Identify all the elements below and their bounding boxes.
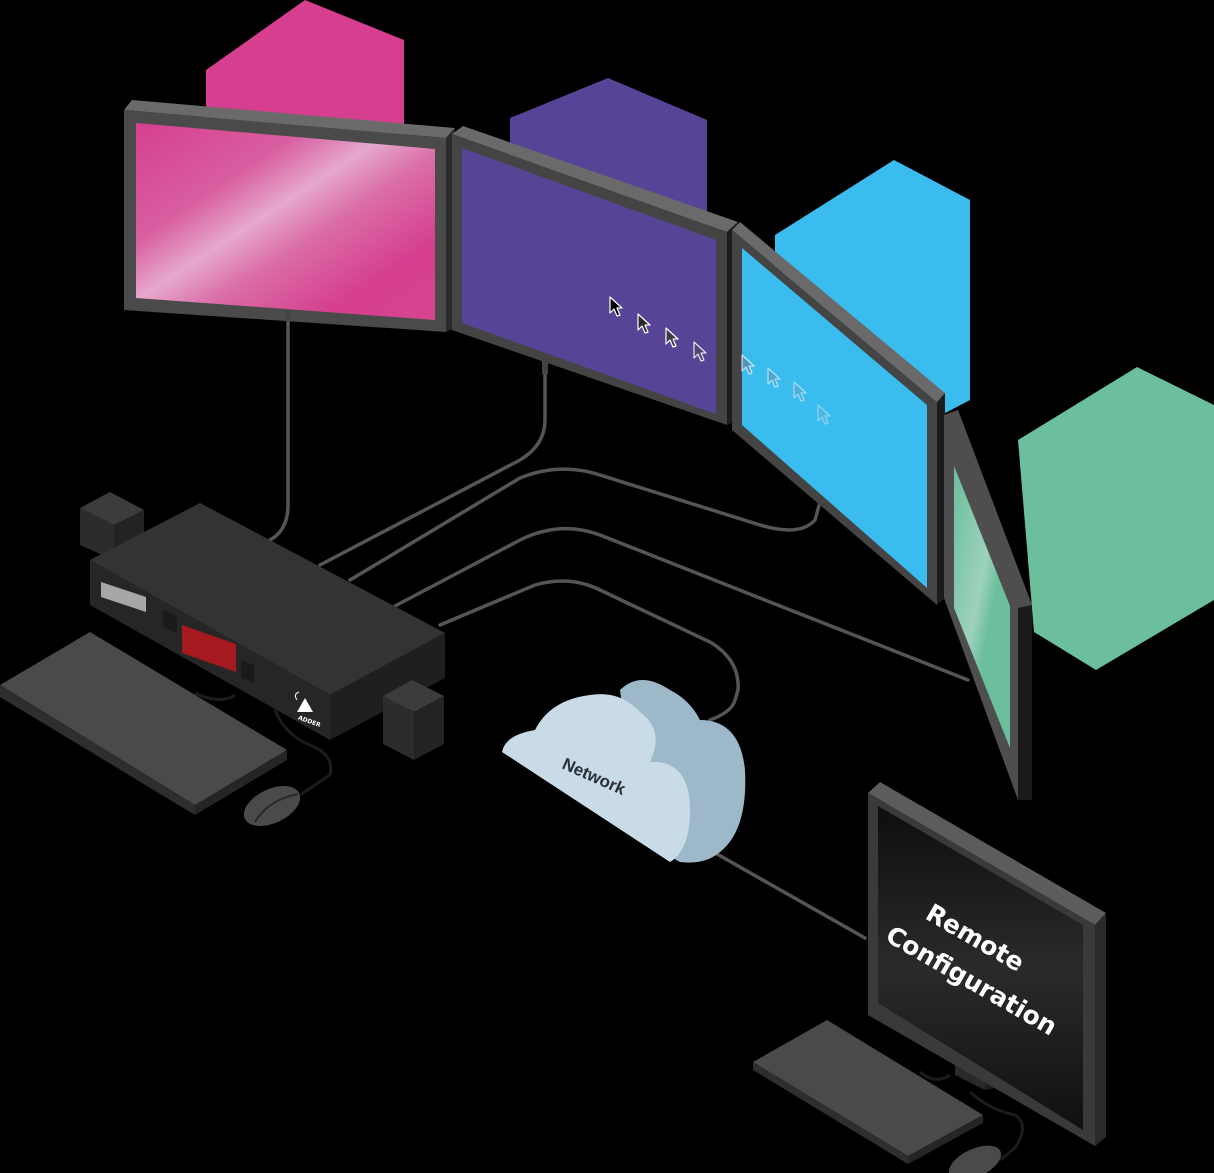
kvm-slot <box>101 582 146 612</box>
cable-remote-peripherals <box>919 1070 1024 1162</box>
remote-bezel-side <box>1095 913 1106 1146</box>
cable-network <box>438 579 740 722</box>
display-1-screen <box>136 123 435 320</box>
speaker-right-top <box>383 680 444 712</box>
display-4 <box>944 410 1032 800</box>
cable-display-2 <box>318 360 547 567</box>
cable-display-3 <box>348 467 824 582</box>
keyboard-remote <box>753 1020 983 1164</box>
kvm-switch: ADDER <box>80 492 445 760</box>
kvm-button <box>163 610 177 633</box>
display-1-stand <box>285 310 291 320</box>
display-2 <box>452 126 738 425</box>
cable-remote <box>708 848 867 940</box>
mouse-remote <box>948 1145 1002 1173</box>
display-2-stand <box>542 360 548 374</box>
remote-bezel-top <box>868 782 1106 925</box>
display-1 <box>124 100 455 332</box>
cable-local-peripherals <box>194 691 333 797</box>
display-3-bezel-top <box>732 222 945 402</box>
kvm-side <box>330 633 445 740</box>
hexagon-green <box>1018 367 1214 670</box>
cable-display-4 <box>393 526 970 682</box>
display-4-screen <box>954 466 1010 748</box>
network-cloud: Network <box>502 680 746 863</box>
cables <box>268 316 970 940</box>
display-3-bezel-side <box>937 393 945 605</box>
kvm-led-display <box>182 625 236 672</box>
speaker-left-top <box>80 492 144 525</box>
display-3-screen <box>742 248 927 588</box>
kvm-button <box>241 660 254 683</box>
keyboard-local <box>0 632 287 815</box>
speaker-right-side <box>414 696 444 760</box>
display-2-screen <box>462 148 716 414</box>
display-1-bezel-top <box>124 100 455 138</box>
kvm-top <box>90 503 445 695</box>
cloud-front <box>502 694 690 862</box>
cable-display-1 <box>268 316 290 542</box>
remote-workstation: Remote Configuration <box>868 782 1106 1146</box>
speaker-left-front <box>80 508 114 560</box>
speaker-right-front <box>383 696 414 760</box>
display-3 <box>732 222 945 605</box>
remote-screen <box>878 806 1083 1130</box>
mouse-local <box>243 786 301 826</box>
display-4-bezel-side <box>1018 605 1032 800</box>
display-2-bezel-top <box>452 126 738 232</box>
